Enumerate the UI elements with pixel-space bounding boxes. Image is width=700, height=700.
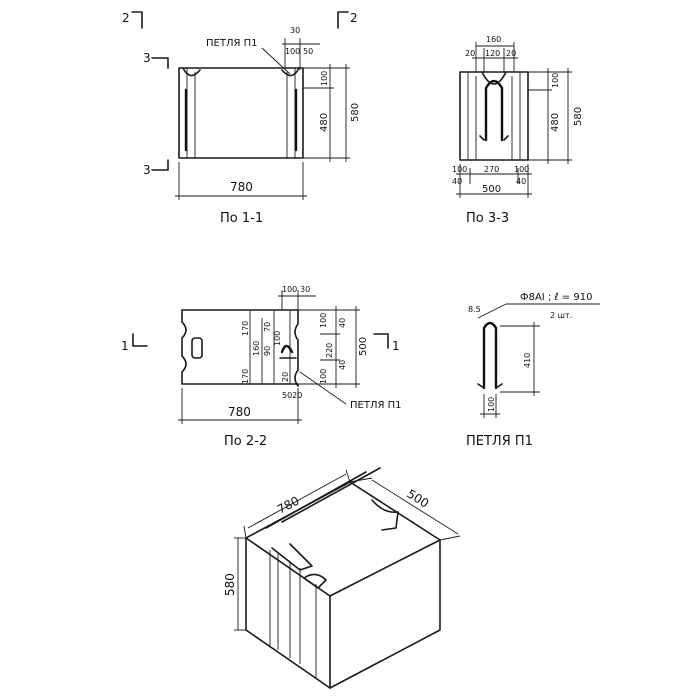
block-3-3-outline bbox=[459, 71, 529, 161]
loop-p1-shape bbox=[482, 321, 498, 390]
dim-160: 160 bbox=[252, 341, 261, 356]
dim-120: 120 bbox=[485, 49, 500, 58]
loop-dim-100: 100 bbox=[487, 397, 496, 412]
cut-mark-2-left bbox=[131, 11, 143, 29]
dim-70: 70 bbox=[263, 322, 272, 332]
dim-h580: 580 bbox=[350, 103, 361, 122]
loop-dim-410: 410 bbox=[523, 353, 532, 368]
dim-780-1-1: 780 bbox=[230, 180, 253, 194]
dim-h100: 100 bbox=[320, 71, 329, 86]
isometric-view: 780 500 580 bbox=[223, 467, 461, 689]
loop-leader-2-2 bbox=[299, 371, 347, 405]
iso-dim-500: 500 bbox=[404, 487, 431, 511]
iso-dim-580: 580 bbox=[223, 573, 237, 596]
dim-20a: 20 bbox=[465, 49, 475, 58]
loop-spec-line2: 2 шт. bbox=[550, 311, 572, 320]
cut-mark-1-left-label: 1 bbox=[121, 339, 129, 353]
dim-2-2-500: 500 bbox=[358, 337, 369, 356]
dim-40b: 40 bbox=[516, 177, 526, 186]
dim-100a: 100 bbox=[452, 165, 467, 174]
dim-100b: 100 bbox=[514, 165, 529, 174]
cut-mark-2-right-label: 2 bbox=[350, 11, 358, 25]
cut-mark-2-right bbox=[337, 11, 349, 29]
dim-h480: 480 bbox=[319, 113, 330, 132]
dim-170a: 170 bbox=[241, 321, 250, 336]
loop-radius: 8.5 bbox=[468, 305, 481, 314]
recess-right bbox=[281, 67, 300, 77]
dim-5020: 5020 bbox=[282, 391, 302, 400]
caption-1-1: По 1-1 bbox=[220, 211, 263, 226]
dim-right-40b: 40 bbox=[338, 360, 347, 370]
dim-right-100a: 100 bbox=[319, 313, 328, 328]
dim-2-2-100: 100 bbox=[282, 285, 297, 294]
cut-mark-2-left-label: 2 bbox=[122, 11, 130, 25]
dim-90: 90 bbox=[263, 346, 272, 356]
dim-100: 100 bbox=[285, 47, 300, 56]
dim-2-2-30: 30 bbox=[300, 285, 310, 294]
dim-right-40a: 40 bbox=[338, 318, 347, 328]
iso-left-face bbox=[245, 537, 331, 689]
dim-780-2-2: 780 bbox=[228, 405, 251, 419]
cut-mark-3-bottom-label: 3 bbox=[143, 163, 151, 177]
block-1-1-outline bbox=[178, 67, 304, 159]
dim-40a: 40 bbox=[452, 177, 462, 186]
cut-mark-1-right bbox=[373, 333, 389, 349]
dim-right-100b: 100 bbox=[319, 369, 328, 384]
section-1-1: 2 2 3 3 ПЕТЛЯ П1 30 100 50 10 bbox=[122, 11, 361, 226]
dim-3-3-h100: 100 bbox=[551, 73, 560, 88]
caption-3-3: По 3-3 bbox=[466, 211, 509, 226]
cut-mark-3-bottom bbox=[151, 159, 169, 171]
loop-label-1-1: ПЕТЛЯ П1 bbox=[206, 38, 257, 49]
dim-100-inner: 100 bbox=[273, 331, 282, 346]
loop-right-2-2 bbox=[280, 344, 294, 354]
loop-label-2-2: ПЕТЛЯ П1 bbox=[350, 400, 401, 411]
dim-170b: 170 bbox=[241, 369, 250, 384]
dim-3-3-h580: 580 bbox=[573, 107, 584, 126]
dim-160: 160 bbox=[486, 35, 501, 44]
dim-50: 50 bbox=[303, 47, 313, 56]
dim-500-3-3: 500 bbox=[482, 184, 501, 195]
cut-mark-3-top bbox=[151, 57, 169, 69]
caption-loop: ПЕТЛЯ П1 bbox=[466, 434, 533, 449]
loop-spec-line1: Ф8АI ; ℓ = 910 bbox=[520, 292, 592, 303]
cut-mark-1-left bbox=[132, 333, 148, 347]
loop-3-3 bbox=[484, 79, 504, 142]
dim-20: 20 bbox=[281, 372, 290, 382]
loop-detail: 8.5 Ф8АI ; ℓ = 910 2 шт. 410 100 ПЕТЛЯ П… bbox=[466, 292, 600, 449]
cut-mark-3-top-label: 3 bbox=[143, 51, 151, 65]
dim-270: 270 bbox=[484, 165, 499, 174]
section-2-2: 1 1 100 30 170 160 70 90 100 170 20 1 bbox=[121, 285, 401, 449]
cut-mark-1-right-label: 1 bbox=[392, 339, 400, 353]
dim-20b: 20 bbox=[506, 49, 516, 58]
radius-leader bbox=[477, 303, 507, 319]
dim-3-3-h480: 480 bbox=[550, 113, 561, 132]
dim-right-220: 220 bbox=[325, 343, 334, 358]
caption-2-2: По 2-2 bbox=[224, 434, 267, 449]
iso-right-face bbox=[329, 539, 441, 689]
section-3-3: 160 20 120 20 100 480 580 100 270 100 40… bbox=[452, 35, 584, 226]
recess-left bbox=[182, 67, 201, 77]
dim-30: 30 bbox=[290, 26, 300, 35]
loop-left-2-2 bbox=[191, 337, 203, 359]
